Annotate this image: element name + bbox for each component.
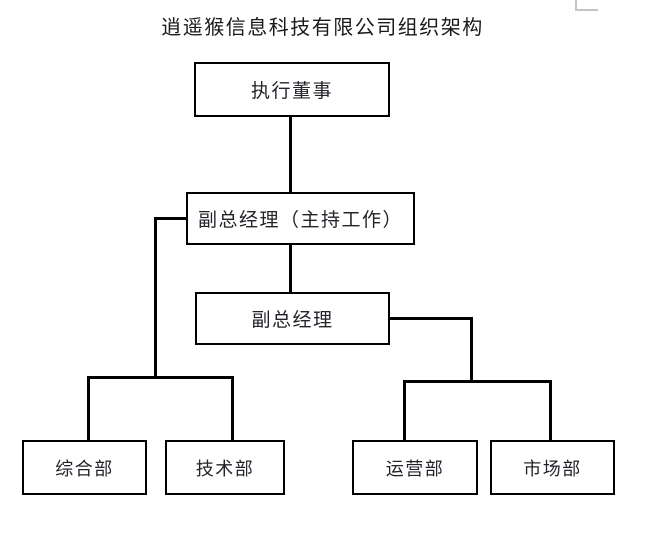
node-label-executive-director: 执行董事 — [250, 80, 333, 102]
connector-right-group-bar — [403, 380, 552, 383]
node-deputy-gm[interactable]: 副总经理 — [195, 292, 390, 345]
node-label-general-affairs-dept: 综合部 — [55, 458, 114, 480]
page-title: 逍遥猴信息科技有限公司组织架构 — [161, 15, 484, 39]
node-label-deputy-gm: 副总经理 — [251, 309, 334, 331]
node-label-deputy-gm-presiding: 副总经理（主持工作） — [197, 209, 403, 231]
node-marketing-dept[interactable]: 市场部 — [490, 440, 615, 495]
connector-to-marketing-dept — [549, 380, 552, 441]
node-deputy-gm-presiding[interactable]: 副总经理（主持工作） — [186, 192, 415, 245]
connector-deputy-right-exit — [388, 317, 473, 320]
node-label-operations-dept: 运营部 — [385, 458, 445, 480]
margin-corner-mark-horizontal — [575, 9, 598, 11]
connector-deputy-presiding-to-deputy — [289, 245, 292, 293]
node-label-marketing-dept: 市场部 — [523, 458, 582, 480]
connector-left-group-bar — [87, 376, 234, 379]
connector-deputy-presiding-left-exit — [154, 217, 188, 220]
node-general-affairs-dept[interactable]: 综合部 — [22, 440, 147, 495]
node-label-technology-dept: 技术部 — [195, 458, 255, 480]
connector-exec-to-deputy-presiding — [289, 117, 292, 193]
connector-to-technology-dept — [231, 376, 234, 441]
connector-to-general-affairs-dept — [87, 376, 90, 441]
connector-deputy-right-drop — [470, 317, 473, 382]
margin-corner-mark-vertical — [575, 0, 577, 10]
connector-deputy-presiding-left-drop — [154, 217, 157, 378]
connector-to-operations-dept — [403, 380, 406, 441]
node-executive-director[interactable]: 执行董事 — [194, 62, 390, 117]
node-technology-dept[interactable]: 技术部 — [165, 440, 285, 495]
node-operations-dept[interactable]: 运营部 — [352, 440, 478, 495]
